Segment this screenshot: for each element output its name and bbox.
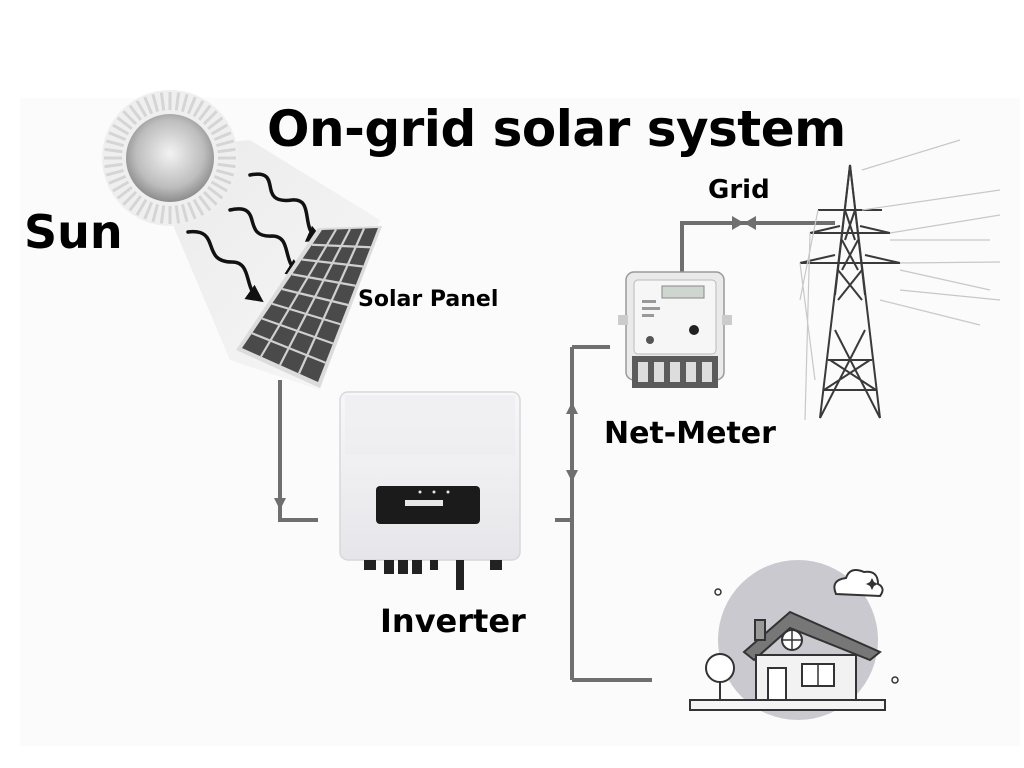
sun-ray <box>105 168 125 177</box>
panel-cell-line <box>311 243 371 249</box>
grid-switch-icon <box>732 216 756 230</box>
sun-ray <box>207 186 224 200</box>
sun-ray <box>207 116 224 130</box>
sun-ray <box>192 100 205 118</box>
sun-ray <box>202 190 218 206</box>
sun-ray <box>108 131 127 142</box>
flow-arrows <box>274 402 578 510</box>
sun-ray <box>198 195 212 212</box>
sun-ray <box>122 190 138 206</box>
sun-ray <box>143 201 154 220</box>
sun-ray <box>180 93 189 113</box>
sun-ray <box>143 96 154 115</box>
sun-icon <box>102 90 238 226</box>
sun-ray <box>210 180 228 193</box>
sun-ray <box>213 131 232 142</box>
grid-label: Grid <box>708 175 770 205</box>
arrow-trunk-down <box>566 470 578 482</box>
sun-ray <box>198 104 212 121</box>
panel-cell-line <box>271 302 341 326</box>
page-title: On-grid solar system <box>267 100 846 158</box>
panel-cell-line <box>301 258 364 268</box>
sun-ray <box>174 205 181 224</box>
sun-label: Sun <box>24 205 123 259</box>
panel-cell-line <box>291 273 356 287</box>
inverter-label: Inverter <box>380 602 526 640</box>
sun-ray <box>135 198 148 216</box>
sun-ray <box>192 198 205 216</box>
wire-panel-to-inverter <box>278 380 318 522</box>
sun-ray <box>180 203 189 223</box>
sun-ray <box>159 92 166 111</box>
panel-cell-line <box>281 287 349 307</box>
sun-ray <box>210 123 228 136</box>
sun-ray <box>215 168 235 177</box>
sun-ray <box>217 162 236 169</box>
house-icon <box>689 560 899 720</box>
arrow-panel-down <box>274 498 286 510</box>
panel-cell-line <box>251 332 326 364</box>
sun-ray <box>186 96 197 115</box>
net-meter-icon <box>618 271 732 388</box>
sun-ray <box>213 174 232 185</box>
sun-ray <box>174 92 181 111</box>
sun-ray <box>128 195 142 212</box>
sun-ray <box>112 180 130 193</box>
sun-ray <box>108 174 127 185</box>
sun-ray <box>112 123 130 136</box>
net-meter-label: Net-Meter <box>604 416 776 451</box>
sun-ray <box>151 203 160 223</box>
transmission-tower-icon <box>799 139 1001 421</box>
sun-ray <box>151 93 160 113</box>
sun-ray <box>104 162 123 169</box>
panel-cell-line <box>261 317 334 345</box>
sunlight-arrows-icon <box>186 172 325 303</box>
sun-ray <box>105 139 125 148</box>
sun-ray <box>104 147 123 154</box>
sun-ray <box>135 100 148 118</box>
solar-panel-label: Solar Panel <box>358 287 499 312</box>
arrow-trunk-up <box>566 402 578 414</box>
wire-meter-to-grid <box>680 221 835 275</box>
inverter-icon <box>339 391 521 590</box>
sun-ray <box>122 110 138 126</box>
sun-ray <box>159 205 166 224</box>
sun-ray <box>217 147 236 154</box>
sun-ray <box>116 186 133 200</box>
solar-panel-icon <box>236 226 382 388</box>
sun-ray <box>128 104 142 121</box>
sun-ray <box>202 110 218 126</box>
sun-ray <box>116 116 133 130</box>
sun-ray <box>186 201 197 220</box>
sun-ray <box>215 139 235 148</box>
